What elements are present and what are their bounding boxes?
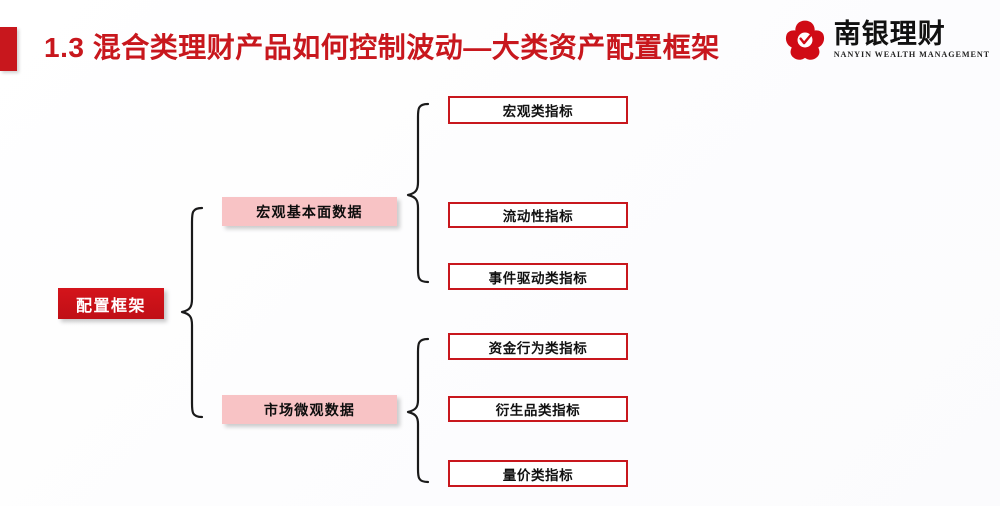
node-leaf-liquidity-indicator[interactable]: 流动性指标 bbox=[448, 202, 628, 228]
node-leaf-derivative-indicator[interactable]: 衍生品类指标 bbox=[448, 396, 628, 422]
node-leaf-volume-price-indicator[interactable]: 量价类指标 bbox=[448, 460, 628, 487]
brace-root-to-branches bbox=[180, 206, 204, 419]
brace-branch-macro-to-leaves bbox=[406, 102, 430, 284]
brand-text: 南银理财 NANYIN WEALTH MANAGEMENT bbox=[834, 21, 990, 60]
brand-name-en: NANYIN WEALTH MANAGEMENT bbox=[833, 50, 990, 60]
page-title: 1.3 混合类理财产品如何控制波动—大类资产配置框架 bbox=[44, 32, 720, 63]
node-leaf-capital-behavior-indicator[interactable]: 资金行为类指标 bbox=[448, 333, 628, 360]
brand-name-cn: 南银理财 bbox=[833, 18, 946, 50]
node-root-config-framework[interactable]: 配置框架 bbox=[58, 288, 164, 319]
node-branch-macro-fundamental-data[interactable]: 宏观基本面数据 bbox=[222, 197, 397, 226]
brace-branch-micro-to-leaves bbox=[406, 337, 430, 484]
node-branch-market-micro-data[interactable]: 市场微观数据 bbox=[222, 395, 397, 424]
brand-logo: 南银理财 NANYIN WEALTH MANAGEMENT bbox=[783, 18, 990, 62]
title-accent-bar bbox=[0, 27, 17, 71]
node-leaf-event-driven-indicator[interactable]: 事件驱动类指标 bbox=[448, 263, 628, 290]
flower-logo-icon bbox=[785, 20, 824, 60]
node-leaf-macro-indicator[interactable]: 宏观类指标 bbox=[448, 96, 628, 124]
